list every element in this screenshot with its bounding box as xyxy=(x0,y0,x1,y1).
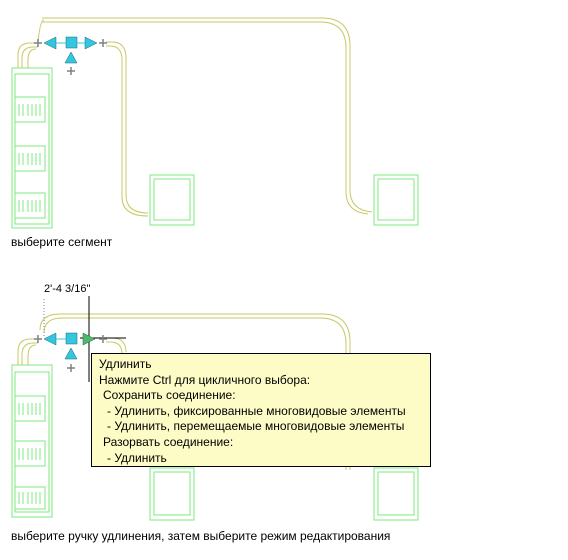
device-box-2[interactable] xyxy=(373,174,419,226)
wire-segment[interactable] xyxy=(17,313,351,470)
top-panel xyxy=(11,17,419,229)
location-grip[interactable] xyxy=(65,36,78,49)
wire-segment[interactable] xyxy=(17,17,373,217)
extend-grip-right-hot[interactable] xyxy=(82,332,96,346)
electrical-panel[interactable] xyxy=(11,67,53,229)
device-box-2[interactable] xyxy=(373,467,419,521)
tooltip-option: - Удлинить xyxy=(107,450,167,465)
tooltip-line: Разорвать соединение: xyxy=(103,434,234,449)
electrical-panel[interactable] xyxy=(11,364,53,518)
tooltip-line: Сохранить соединение: xyxy=(103,388,236,403)
device-box-1[interactable] xyxy=(149,174,195,226)
extend-grip-left[interactable] xyxy=(43,36,57,50)
top-caption: выберите сегмент xyxy=(11,235,113,249)
tooltip-option: - Удлинить, перемещаемые многовидовые эл… xyxy=(107,419,405,434)
grip-tooltip: Удлинить Нажмите Ctrl для цикличного выб… xyxy=(91,353,431,467)
tooltip-title: Удлинить xyxy=(99,357,152,371)
dimension-label: 2'-4 3/16" xyxy=(44,283,91,295)
extend-grip-right[interactable] xyxy=(84,36,98,50)
location-grip[interactable] xyxy=(65,332,78,345)
extend-grip-down[interactable] xyxy=(64,51,78,64)
device-box-1[interactable] xyxy=(149,467,195,521)
tooltip-line: Нажмите Ctrl для цикличного выбора: xyxy=(99,372,311,387)
tooltip-option: - Удлинить, фиксированные многовидовые э… xyxy=(107,403,406,418)
grip-handles[interactable] xyxy=(34,36,107,75)
bottom-caption: выберите ручку удлинения, затем выберите… xyxy=(11,529,391,543)
extend-grip-down[interactable] xyxy=(64,347,78,360)
grip-handles[interactable] xyxy=(34,332,107,372)
bottom-panel xyxy=(11,296,419,521)
extend-grip-left[interactable] xyxy=(43,332,57,346)
